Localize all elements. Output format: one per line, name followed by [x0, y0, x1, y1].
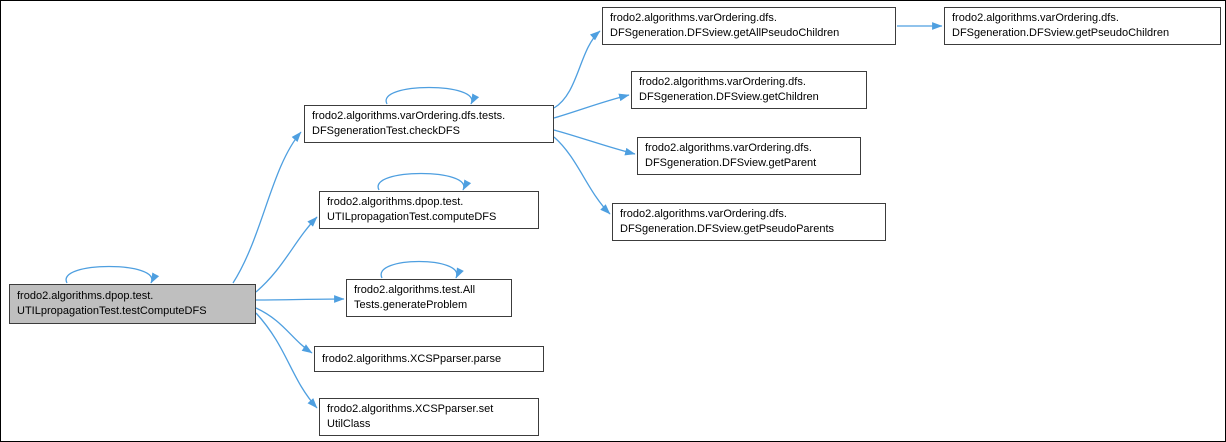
- edge-testComputeDFS-to-computeDFS: [255, 216, 318, 293]
- node-getPseudoParents[interactable]: frodo2.algorithms.varOrdering.dfs. DFSge…: [612, 203, 886, 241]
- node-testComputeDFS[interactable]: frodo2.algorithms.dpop.test. UTILpropaga…: [9, 284, 256, 324]
- node-setUtilClass[interactable]: frodo2.algorithms.XCSPparser.set UtilCla…: [319, 398, 539, 436]
- edge-computeDFS-self-loop: [377, 172, 472, 191]
- edge-generateProblem-self-loop: [380, 260, 464, 279]
- node-getAllPseudoChildren[interactable]: frodo2.algorithms.varOrdering.dfs. DFSge…: [602, 7, 896, 45]
- edge-checkDFS-to-getChildren: [553, 93, 630, 119]
- edge-checkDFS-self-loop: [385, 86, 480, 105]
- node-getChildren[interactable]: frodo2.algorithms.varOrdering.dfs. DFSge…: [631, 71, 867, 109]
- node-generateProblem[interactable]: frodo2.algorithms.test.All Tests.generat…: [346, 279, 512, 317]
- node-parse[interactable]: frodo2.algorithms.XCSPparser.parse: [314, 346, 544, 372]
- edge-testComputeDFS-to-generateProblem: [255, 295, 345, 303]
- edge-testComputeDFS-to-setUtilClass: [255, 312, 318, 409]
- node-computeDFS[interactable]: frodo2.algorithms.dpop.test. UTILpropaga…: [319, 191, 539, 229]
- edge-testComputeDFS-to-parse: [255, 307, 313, 354]
- edge-testComputeDFS-to-checkDFS: [232, 131, 302, 284]
- node-getPseudoChildren[interactable]: frodo2.algorithms.varOrdering.dfs. DFSge…: [944, 7, 1221, 45]
- edge-checkDFS-to-getPseudoParents: [553, 136, 611, 215]
- node-getParent[interactable]: frodo2.algorithms.varOrdering.dfs. DFSge…: [637, 137, 861, 175]
- node-checkDFS[interactable]: frodo2.algorithms.varOrdering.dfs.tests.…: [304, 105, 554, 143]
- edge-checkDFS-to-getAllPseudoChildren: [553, 30, 601, 109]
- edge-checkDFS-to-getParent: [553, 129, 636, 156]
- edge-testComputeDFS-self-loop: [65, 265, 160, 284]
